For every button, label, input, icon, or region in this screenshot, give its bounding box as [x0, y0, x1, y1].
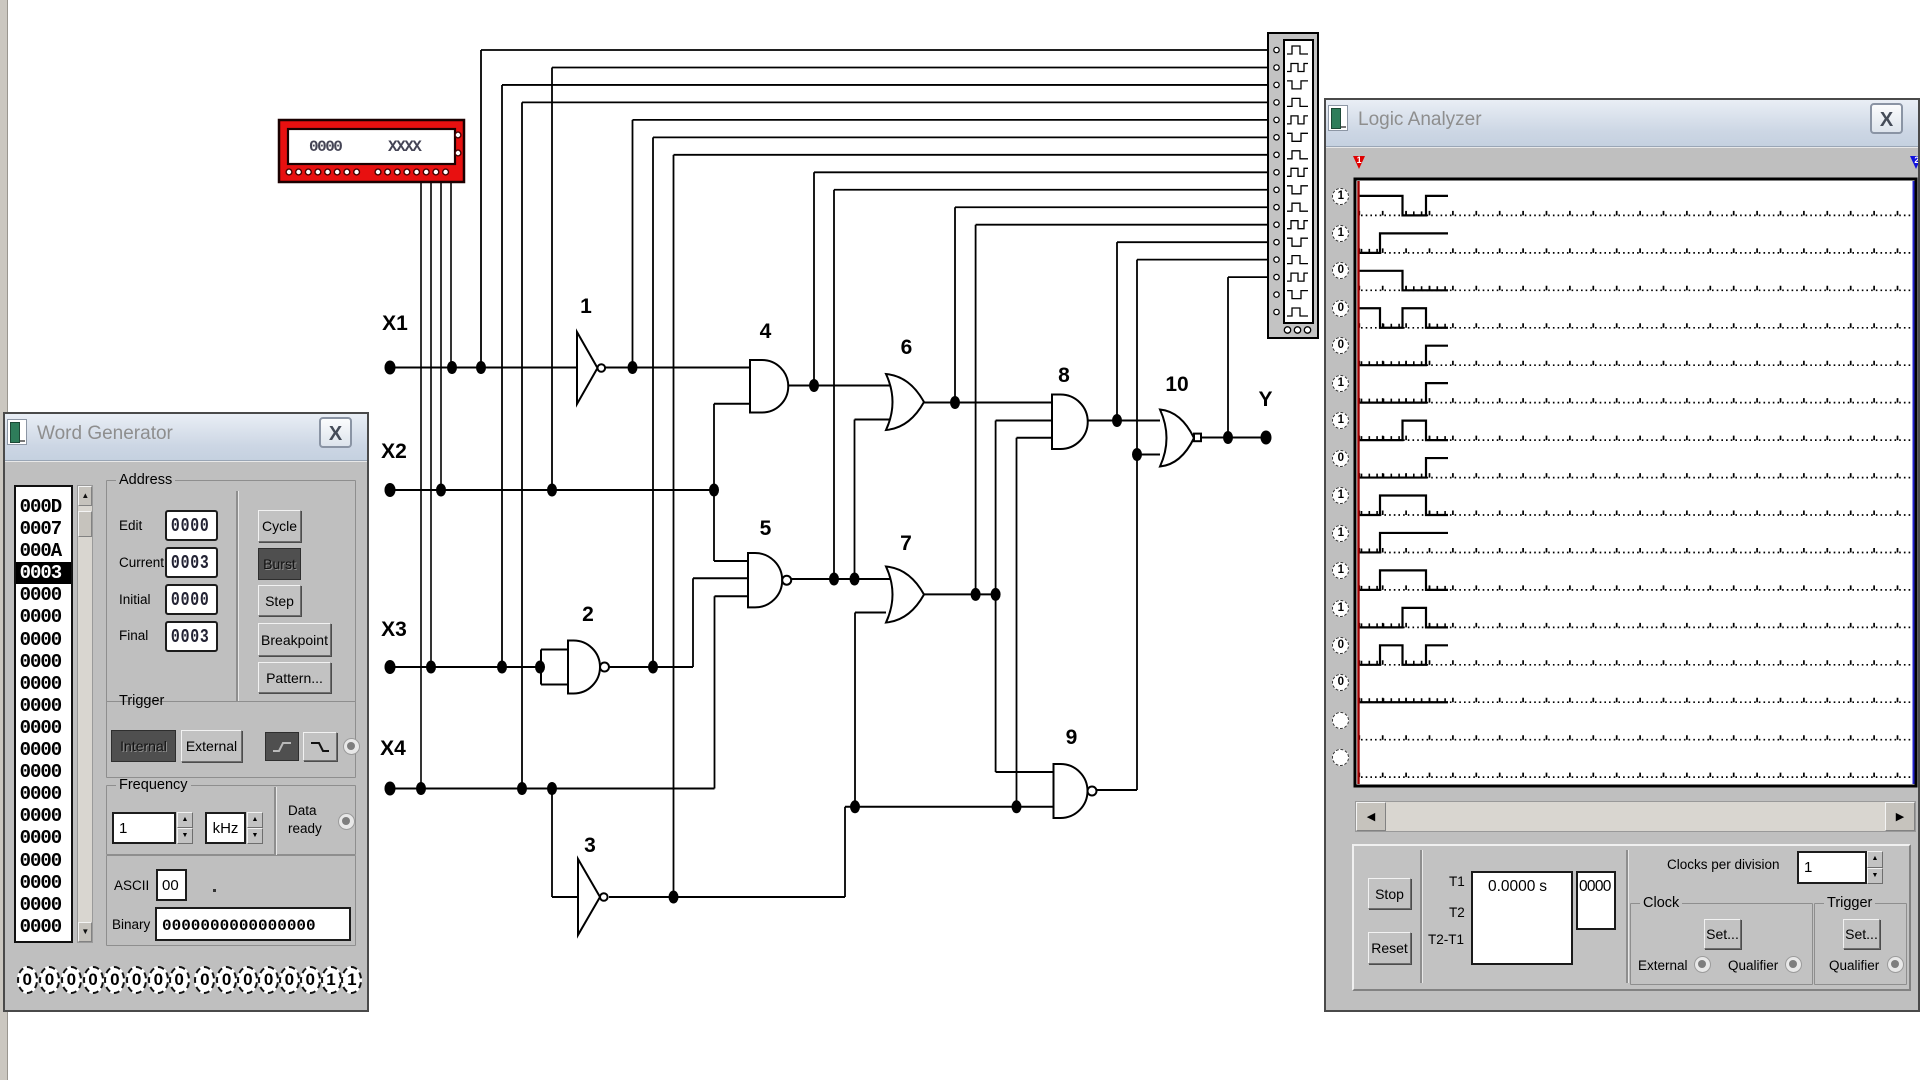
- svg-text:6: 6: [901, 336, 913, 359]
- svg-text:5: 5: [760, 517, 772, 540]
- svg-text:X3: X3: [381, 618, 407, 641]
- svg-text:0000: 0000: [309, 138, 342, 156]
- svg-text:X4: X4: [380, 737, 406, 760]
- svg-text:Y: Y: [1258, 388, 1272, 411]
- svg-text:10: 10: [1165, 373, 1188, 396]
- svg-text:X2: X2: [381, 440, 407, 463]
- svg-text:XXXX: XXXX: [388, 138, 422, 156]
- svg-text:1: 1: [580, 295, 592, 318]
- svg-text:2: 2: [582, 603, 594, 626]
- svg-text:3: 3: [584, 834, 596, 857]
- svg-text:7: 7: [900, 532, 912, 555]
- svg-text:4: 4: [760, 320, 772, 343]
- svg-text:8: 8: [1058, 364, 1070, 387]
- svg-text:X1: X1: [382, 312, 408, 335]
- svg-text:9: 9: [1066, 726, 1078, 749]
